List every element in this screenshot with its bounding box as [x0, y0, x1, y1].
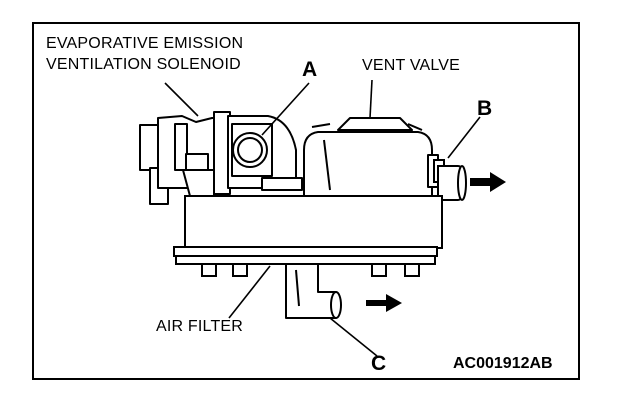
port-c-tube [285, 263, 342, 319]
figure-id: AC001912AB [453, 355, 553, 372]
flow-arrow-c [366, 294, 402, 312]
port-a-label: A [302, 58, 318, 81]
leader-lines [164, 79, 481, 357]
solenoid-label-line2: VENTILATION SOLENOID [46, 56, 241, 73]
port-b-label: B [477, 97, 493, 120]
housing-feet [201, 263, 420, 277]
flow-arrow-b [470, 172, 506, 192]
solenoid-label-line1: EVAPORATIVE EMISSION [46, 35, 244, 52]
air-filter-label: AIR FILTER [156, 318, 244, 335]
vent-valve-label: VENT VALVE [362, 57, 461, 74]
main-housing [173, 195, 443, 265]
solenoid-body [139, 111, 231, 205]
port-c-label: C [371, 352, 387, 375]
port-b-tube [433, 159, 467, 201]
port-a-housing [227, 115, 303, 191]
